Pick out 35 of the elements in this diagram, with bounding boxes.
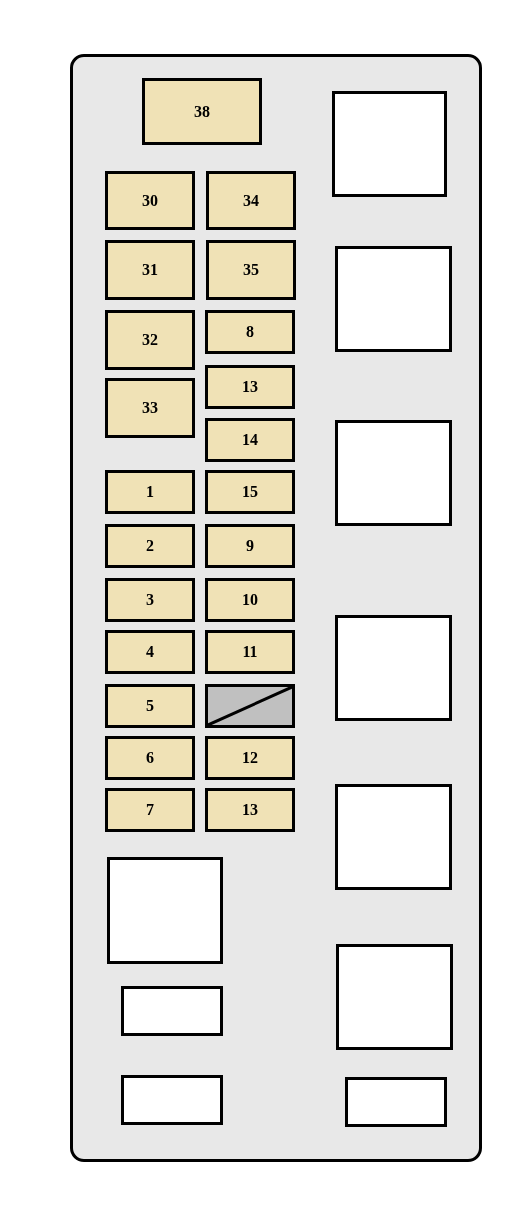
fuse: 13 [205, 365, 295, 409]
relay-slot [107, 857, 223, 964]
fuse: 1 [105, 470, 195, 514]
fuse: 12 [205, 736, 295, 780]
fuse: 15 [205, 470, 295, 514]
relay-slot [121, 1075, 223, 1125]
relay-slot [121, 986, 223, 1036]
fuse: 32 [105, 310, 195, 370]
fuse: 4 [105, 630, 195, 674]
fuse: 3 [105, 578, 195, 622]
fuse: 8 [205, 310, 295, 354]
fuse: 34 [206, 171, 296, 230]
fuse: 13 [205, 788, 295, 832]
fuse: 10 [205, 578, 295, 622]
relay-slot [335, 784, 452, 890]
relay-slot [335, 246, 452, 352]
relay-slot [335, 420, 452, 526]
relay-slot [335, 615, 452, 721]
relay-slot [336, 944, 453, 1050]
relay-slot [345, 1077, 447, 1127]
fuse: 2 [105, 524, 195, 568]
fuse: 11 [205, 630, 295, 674]
fuse: 31 [105, 240, 195, 300]
fuse: 9 [205, 524, 295, 568]
fuse: 5 [105, 684, 195, 728]
fuse: 33 [105, 378, 195, 438]
relay-slot [332, 91, 447, 197]
fuse-box-panel [70, 54, 482, 1162]
fuse: 38 [142, 78, 262, 145]
fuse: 30 [105, 171, 195, 230]
fuse: 7 [105, 788, 195, 832]
fuse: 35 [206, 240, 296, 300]
fuse: 6 [105, 736, 195, 780]
fuse: 14 [205, 418, 295, 462]
blank-fuse-slot [205, 684, 295, 728]
